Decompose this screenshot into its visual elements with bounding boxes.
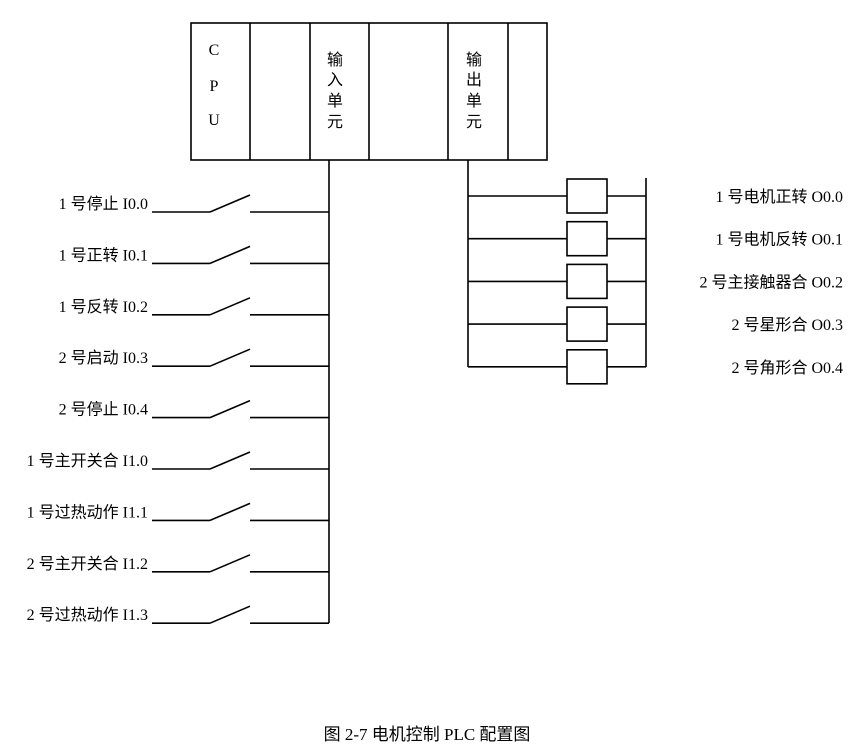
output-module-label: 输 出 单 元: [466, 51, 482, 131]
cpu-label-char: U: [208, 112, 220, 129]
input-label-char: 入: [327, 72, 343, 89]
switch-contact: [209, 605, 251, 624]
relay-coil: [566, 348, 608, 385]
switch-contact: [209, 502, 251, 522]
input-label: 1 号停止 I0.0: [59, 195, 148, 213]
input-label: 1 号反转 I0.2: [59, 298, 148, 316]
figure-caption: 图 2-7 电机控制 PLC 配置图: [323, 725, 531, 744]
input-row: 1 号停止 I0.0: [59, 194, 329, 213]
output-label: 1 号电机正转 O0.0: [715, 188, 843, 206]
output-row: 2 号星形合 O0.3: [468, 306, 843, 342]
input-module-label: 输 入 单 元: [327, 51, 343, 131]
input-label-char: 单: [327, 92, 343, 110]
input-row: 2 号停止 I0.4: [59, 399, 329, 419]
output-row: 1 号电机正转 O0.0: [468, 178, 843, 214]
input-label: 1 号正转 I0.1: [59, 246, 148, 264]
switch-contact: [209, 399, 251, 419]
switch-contact: [209, 348, 251, 367]
relay-coil: [566, 263, 608, 300]
input-row: 2 号启动 I0.3: [59, 348, 329, 367]
output-label: 2 号星形合 O0.3: [731, 316, 843, 334]
output-label: 1 号电机反转 O0.1: [715, 231, 843, 249]
switch-contact: [209, 194, 251, 213]
output-label-char: 输: [466, 51, 482, 69]
cpu-label-char: C: [209, 42, 220, 59]
input-label: 2 号主开关合 I1.2: [27, 555, 148, 573]
input-label: 1 号主开关合 I1.0: [27, 452, 148, 470]
output-row: 2 号角形合 O0.4: [468, 348, 843, 385]
input-label: 2 号启动 I0.3: [59, 349, 148, 367]
switch-contact: [209, 554, 251, 573]
input-label: 1 号过热动作 I1.1: [27, 503, 148, 521]
switch-contact: [209, 451, 251, 470]
switch-contact: [209, 245, 251, 265]
input-row: 1 号主开关合 I1.0: [27, 451, 329, 470]
input-row: 1 号正转 I0.1: [59, 245, 329, 265]
input-row: 1 号反转 I0.2: [59, 297, 329, 316]
input-row: 1 号过热动作 I1.1: [27, 502, 329, 522]
output-row: 1 号电机反转 O0.1: [468, 220, 843, 257]
input-label: 2 号过热动作 I1.3: [27, 606, 148, 624]
input-row: 2 号主开关合 I1.2: [27, 554, 329, 573]
relay-coil: [566, 178, 608, 214]
input-label-char: 元: [327, 114, 343, 131]
output-label: 2 号主接触器合 O0.2: [699, 273, 843, 291]
output-label-char: 元: [466, 114, 482, 131]
input-row: 2 号过热动作 I1.3: [27, 605, 329, 624]
output-row: 2 号主接触器合 O0.2: [468, 263, 843, 300]
input-label: 2 号停止 I0.4: [59, 401, 148, 419]
input-label-char: 输: [327, 51, 343, 69]
output-label-char: 单: [466, 92, 482, 110]
input-switches: 1 号停止 I0.0 1 号正转 I0.1 1 号反转 I0.2 2 号启动 I0.3…: [27, 194, 329, 624]
output-label-char: 出: [466, 71, 482, 89]
cpu-module-label: C P U: [208, 42, 220, 129]
relay-coil: [566, 220, 608, 257]
cpu-label-char: P: [210, 78, 219, 95]
output-label: 2 号角形合 O0.4: [731, 359, 843, 377]
relay-coil: [566, 306, 608, 342]
output-coils: 1 号电机正转 O0.0 1 号电机反转 O0.1 2 号主接触器合 O0.2 2 号…: [468, 178, 843, 385]
plc-rack: C P U 输 入 单 元 输 出 单 元: [190, 22, 548, 161]
switch-contact: [209, 297, 251, 316]
